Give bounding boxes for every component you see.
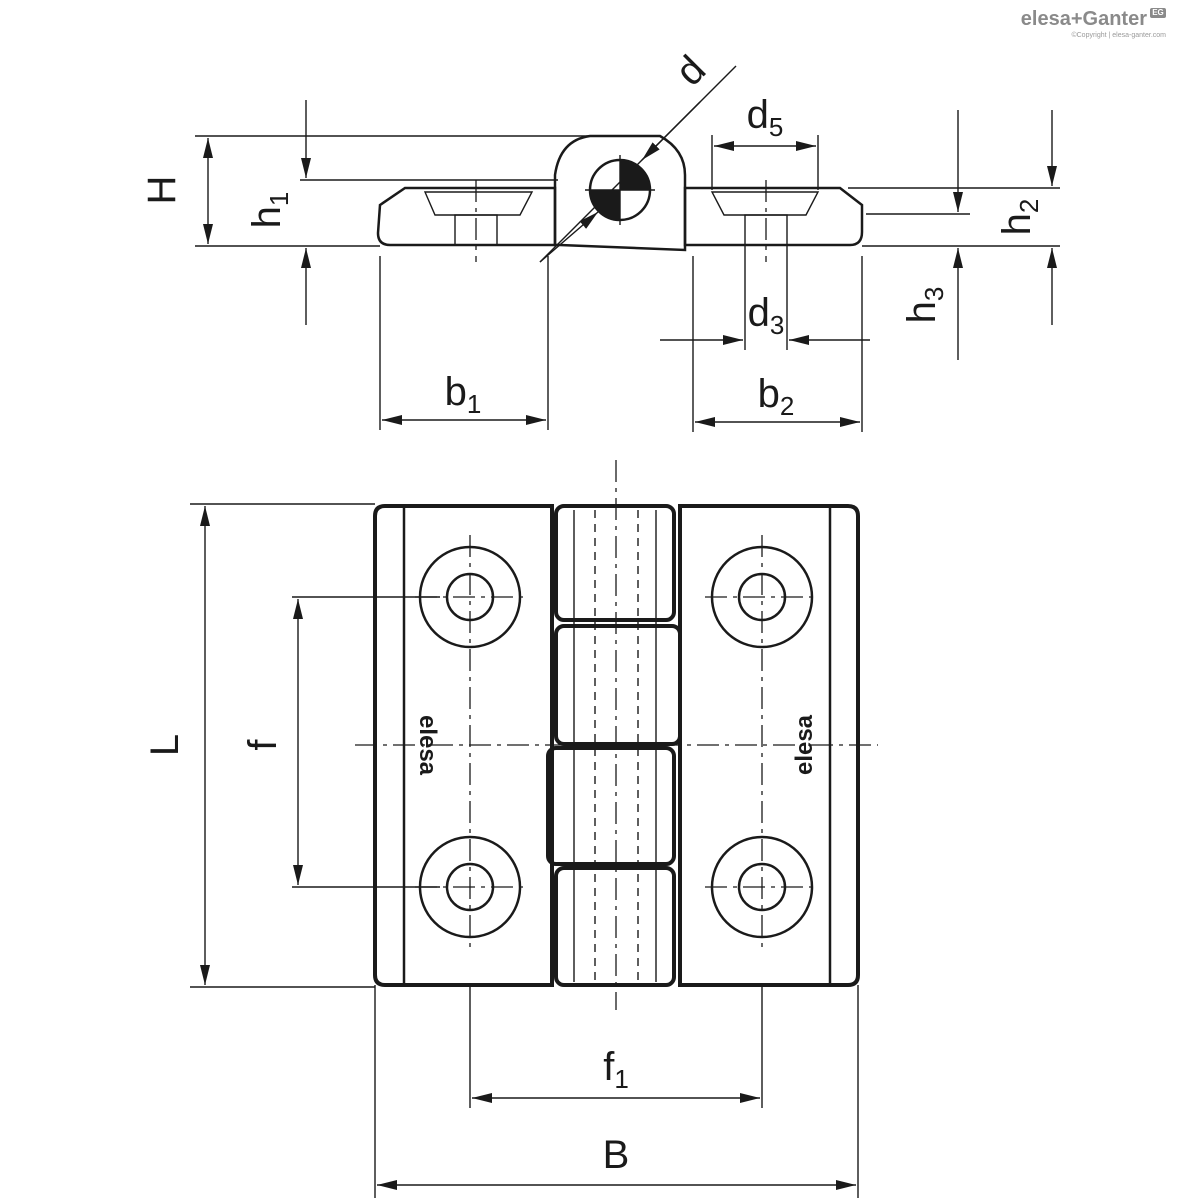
dim-b2-label: b2 [758,372,795,421]
dim-d-label: d [667,47,714,94]
side-right-bore [744,214,788,246]
copyright-note: ©Copyright | elesa-ganter.com [1071,32,1166,39]
knuckle-segment-3 [546,746,676,866]
side-dimensions: H h1 d d5 d3 h2 h3 [140,47,1060,432]
side-left-leaf [376,186,557,247]
dim-d3-label: d3 [748,291,785,340]
side-left-pocket [423,191,534,216]
right-leaf-marking: elesa [791,714,818,775]
side-left-bore [454,214,498,246]
knuckle-segment-4 [554,866,676,987]
dim-f-label: f [241,739,285,751]
top-dimensions: L f f1 B [143,503,859,1198]
top-view: elesa elesa [355,460,878,1010]
dim-b1-label: b1 [445,370,482,419]
dim-h1-label: h1 [245,192,294,229]
side-knuckle [553,134,687,252]
dim-L-label: L [143,734,187,756]
dim-h3-label: h3 [900,287,949,324]
pin-quadrant-bottom-left [590,190,620,220]
knuckle-segment-2 [554,624,682,746]
side-right-pocket [710,191,820,216]
dim-H-label: H [140,176,184,205]
brand-badge: EG [1150,8,1166,18]
dim-B-label: B [603,1133,630,1177]
left-leaf [373,504,554,987]
side-right-leaf [683,186,864,247]
dim-f1-label: f1 [603,1045,629,1094]
brand-logo-text: elesa+Ganter [1020,8,1147,30]
right-leaf [678,504,860,987]
left-leaf-marking: elesa [414,715,441,776]
knuckle-segment-1 [554,504,676,622]
side-view [376,134,864,262]
pin-quadrant-top-right [620,160,650,190]
dim-d5-label: d5 [747,93,784,142]
dim-h2-label: h2 [995,199,1044,236]
